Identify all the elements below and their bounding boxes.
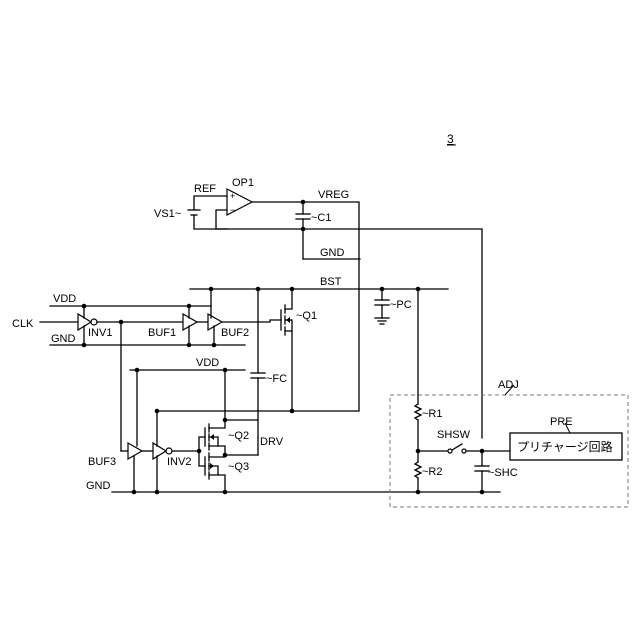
inv1-label: INV1 xyxy=(88,327,112,339)
shsw-label: SHSW xyxy=(437,429,471,441)
buf3-gate xyxy=(128,443,142,459)
clk-label: CLK xyxy=(12,318,34,330)
fc-label: ~FC xyxy=(266,373,287,385)
precharge-block-label: プリチャージ回路 xyxy=(517,439,613,454)
adj-label: ADJ xyxy=(498,379,519,391)
buf1-gate xyxy=(183,314,197,330)
figure-number: 3 xyxy=(447,132,454,146)
r2-label: ~R2 xyxy=(422,466,443,478)
vdd-left-label: VDD xyxy=(53,293,76,305)
bst-label: BST xyxy=(320,276,342,288)
r1-resistor xyxy=(415,404,421,420)
inv2-label: INV2 xyxy=(167,456,191,468)
q3-label: ~Q3 xyxy=(228,461,249,473)
inv2-gate xyxy=(153,443,166,459)
bst-section: BST ~PC xyxy=(190,276,448,324)
drv-label: DRV xyxy=(260,436,284,448)
vdd-mid-label: VDD xyxy=(196,357,219,369)
buf3-label: BUF3 xyxy=(88,456,116,468)
gnd-top-label: GND xyxy=(320,247,345,259)
r2-resistor xyxy=(415,462,421,478)
ref-wire xyxy=(194,196,227,210)
q1-label: ~Q1 xyxy=(296,310,317,322)
c1-label: ~C1 xyxy=(311,212,332,224)
buf2-gate xyxy=(208,314,222,330)
vs1-bottom-wire xyxy=(194,215,227,229)
regulator-section: + − REF OP1 VREG VS1~ ~C1 GND xyxy=(154,177,482,438)
shc-label: ~SHC xyxy=(488,467,518,479)
pc-label: ~PC xyxy=(390,299,412,311)
svg-text:+: + xyxy=(230,191,235,201)
r1-label: ~R1 xyxy=(422,408,443,420)
op1-label: OP1 xyxy=(232,177,254,189)
clock-drive-section: VDD GND CLK INV1 BUF1 BUF2 xyxy=(12,289,317,413)
pre-label: PRE xyxy=(550,416,573,428)
svg-text:−: − xyxy=(230,205,235,215)
gnd-left-label: GND xyxy=(51,333,76,345)
buf1-label: BUF1 xyxy=(148,327,176,339)
gnd-bottom-label: GND xyxy=(86,480,111,492)
ref-label: REF xyxy=(194,183,216,195)
shsw-switch xyxy=(452,444,462,450)
vs1-label: VS1~ xyxy=(154,208,181,220)
buf2-label: BUF2 xyxy=(221,327,249,339)
feedback-wire xyxy=(216,210,482,438)
vreg-label: VREG xyxy=(318,189,349,201)
q2-label: ~Q2 xyxy=(228,430,249,442)
adj-section: ADJ ~R1 ~R2 SHSW ~SHC プリチャージ回路 PRE xyxy=(390,289,628,507)
